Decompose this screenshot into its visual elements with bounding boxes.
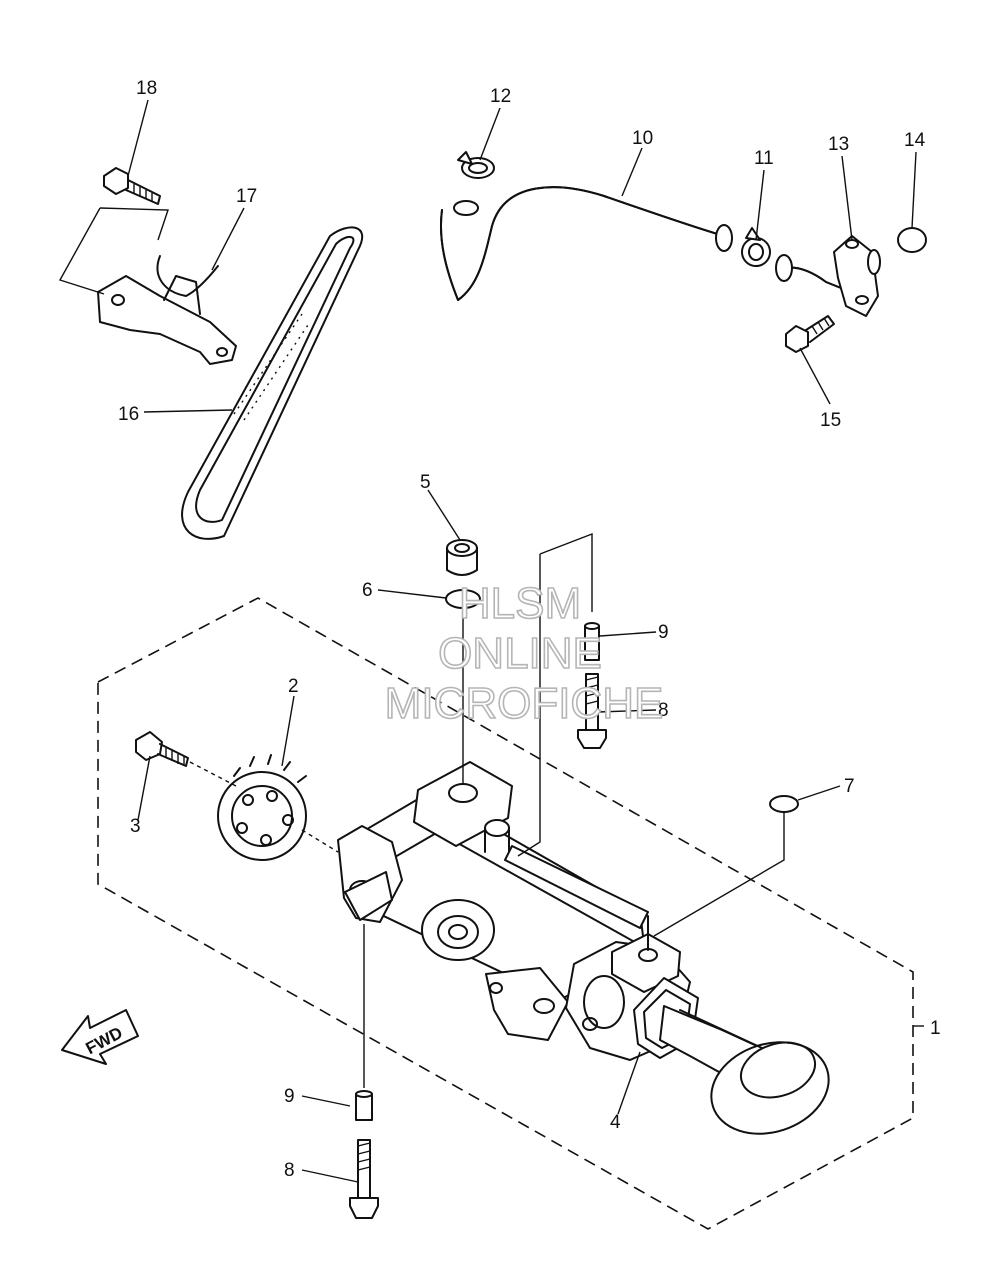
callout-1: 1 xyxy=(930,1018,941,1039)
callout-15: 15 xyxy=(820,410,841,431)
o-ring-7-icon xyxy=(769,795,799,813)
oil-strainer-icon xyxy=(659,1005,830,1135)
callout-6: 6 xyxy=(362,580,373,601)
collar-icon xyxy=(446,539,478,576)
oil-pipe-icon xyxy=(775,235,881,317)
callout-12: 12 xyxy=(490,86,511,107)
callout-labels: 18 17 16 12 10 11 13 14 15 5 6 9 8 2 3 7… xyxy=(118,78,941,1181)
dowel-pin-icon xyxy=(584,622,600,661)
drive-sprocket-icon xyxy=(217,754,307,861)
callout-9-upper: 9 xyxy=(658,622,669,643)
hose-clip-11-icon xyxy=(741,227,771,267)
assembly-boundary xyxy=(97,597,924,1230)
callout-8-upper: 8 xyxy=(658,700,669,721)
callout-16: 16 xyxy=(118,404,139,425)
callout-5: 5 xyxy=(420,472,431,493)
bolt-icon xyxy=(135,731,189,767)
oil-pump-assembly-icon xyxy=(337,761,699,1061)
watermark-line-1: HLSM xyxy=(459,579,581,628)
callout-2: 2 xyxy=(288,676,299,697)
watermark-line-2: ONLINE xyxy=(438,629,602,678)
flange-bolt-lower-icon xyxy=(349,1139,379,1219)
callout-10: 10 xyxy=(632,128,653,149)
callout-9-lower: 9 xyxy=(284,1086,295,1107)
hose-clip-icon xyxy=(457,151,495,179)
callout-18: 18 xyxy=(136,78,157,99)
watermark: HLSM ONLINE MICROFICHE xyxy=(384,578,664,729)
bolt-15-icon xyxy=(785,315,835,353)
flange-bolt-upper-icon xyxy=(577,673,607,749)
drive-chain-icon xyxy=(181,226,364,540)
callout-8-lower: 8 xyxy=(284,1160,295,1181)
fwd-arrow-icon: FWD xyxy=(61,1009,139,1065)
callout-17: 17 xyxy=(236,186,257,207)
oil-hose-icon xyxy=(439,186,733,301)
callout-13: 13 xyxy=(828,134,849,155)
callout-3: 3 xyxy=(130,816,141,837)
watermark-line-3: MICROFICHE xyxy=(385,679,664,728)
callout-14: 14 xyxy=(904,130,926,151)
dowel-pin-lower-icon xyxy=(355,1090,373,1121)
o-ring-14-icon xyxy=(897,227,927,253)
callout-7: 7 xyxy=(844,776,855,797)
chain-guide-icon xyxy=(97,255,237,365)
bolt-18-icon xyxy=(103,167,161,205)
callout-4: 4 xyxy=(610,1112,621,1133)
leader-lines xyxy=(127,99,917,1183)
callout-11: 11 xyxy=(754,148,774,169)
